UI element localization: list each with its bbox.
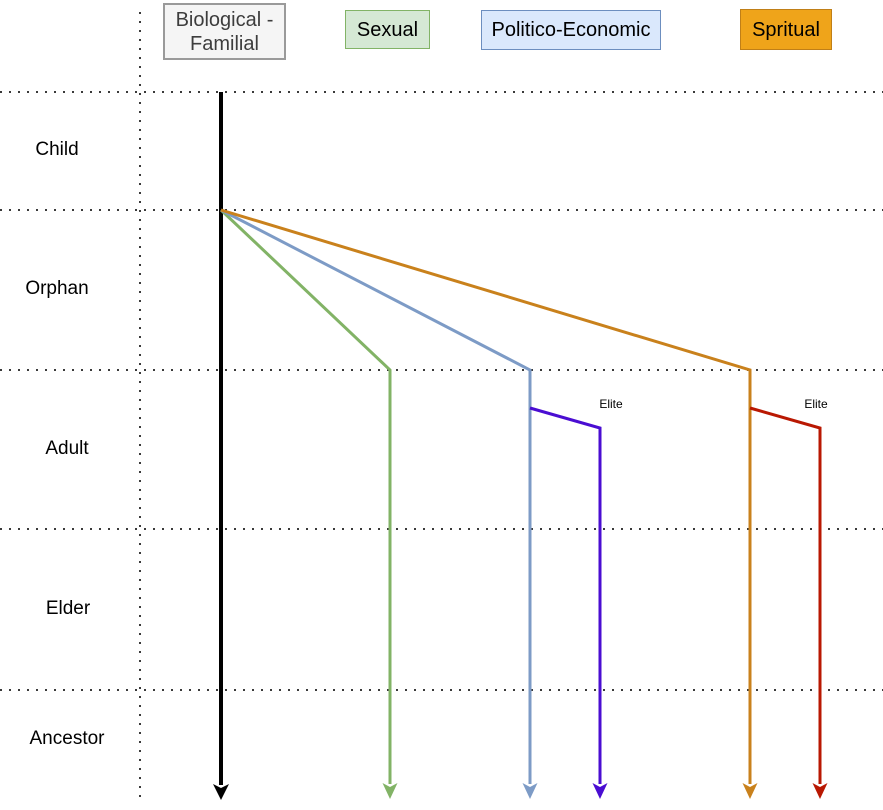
legend-biological-familial-label: Biological - Familial [175, 8, 274, 55]
legend-politico-economic: Politico-Economic [481, 10, 661, 50]
arrowhead-icon [742, 783, 758, 799]
legend-spiritual: Spritual [740, 9, 832, 50]
stage-label-adult: Adult [45, 438, 89, 459]
arrowhead-icon [213, 784, 229, 800]
arrowhead-icon [812, 783, 828, 799]
legend-sexual-label: Sexual [356, 18, 419, 41]
politico-elite-line [529, 406, 608, 799]
arrowhead-icon [592, 783, 608, 799]
biological-familial-line [213, 92, 229, 800]
spiritual-elite-label: Elite [804, 397, 828, 411]
sexual-line [219, 208, 398, 799]
spiritual-elite-line [749, 406, 828, 799]
stage-label-orphan: Orphan [25, 278, 89, 299]
spiritual-line [220, 208, 758, 799]
legend-spiritual-label: Spritual [752, 18, 820, 41]
politico-elite-label: Elite [599, 397, 623, 411]
politico-economic-line [220, 208, 538, 799]
stage-label-child: Child [35, 139, 79, 160]
legend-biological-familial: Biological - Familial [163, 3, 286, 60]
stage-grid [0, 12, 883, 802]
legend-sexual: Sexual [345, 10, 430, 49]
arrowhead-icon [522, 783, 538, 799]
arrowhead-icon [382, 783, 398, 799]
legend-politico-economic-label: Politico-Economic [491, 19, 651, 41]
stage-label-ancestor: Ancestor [29, 728, 105, 749]
stage-label-elder: Elder [45, 598, 91, 619]
